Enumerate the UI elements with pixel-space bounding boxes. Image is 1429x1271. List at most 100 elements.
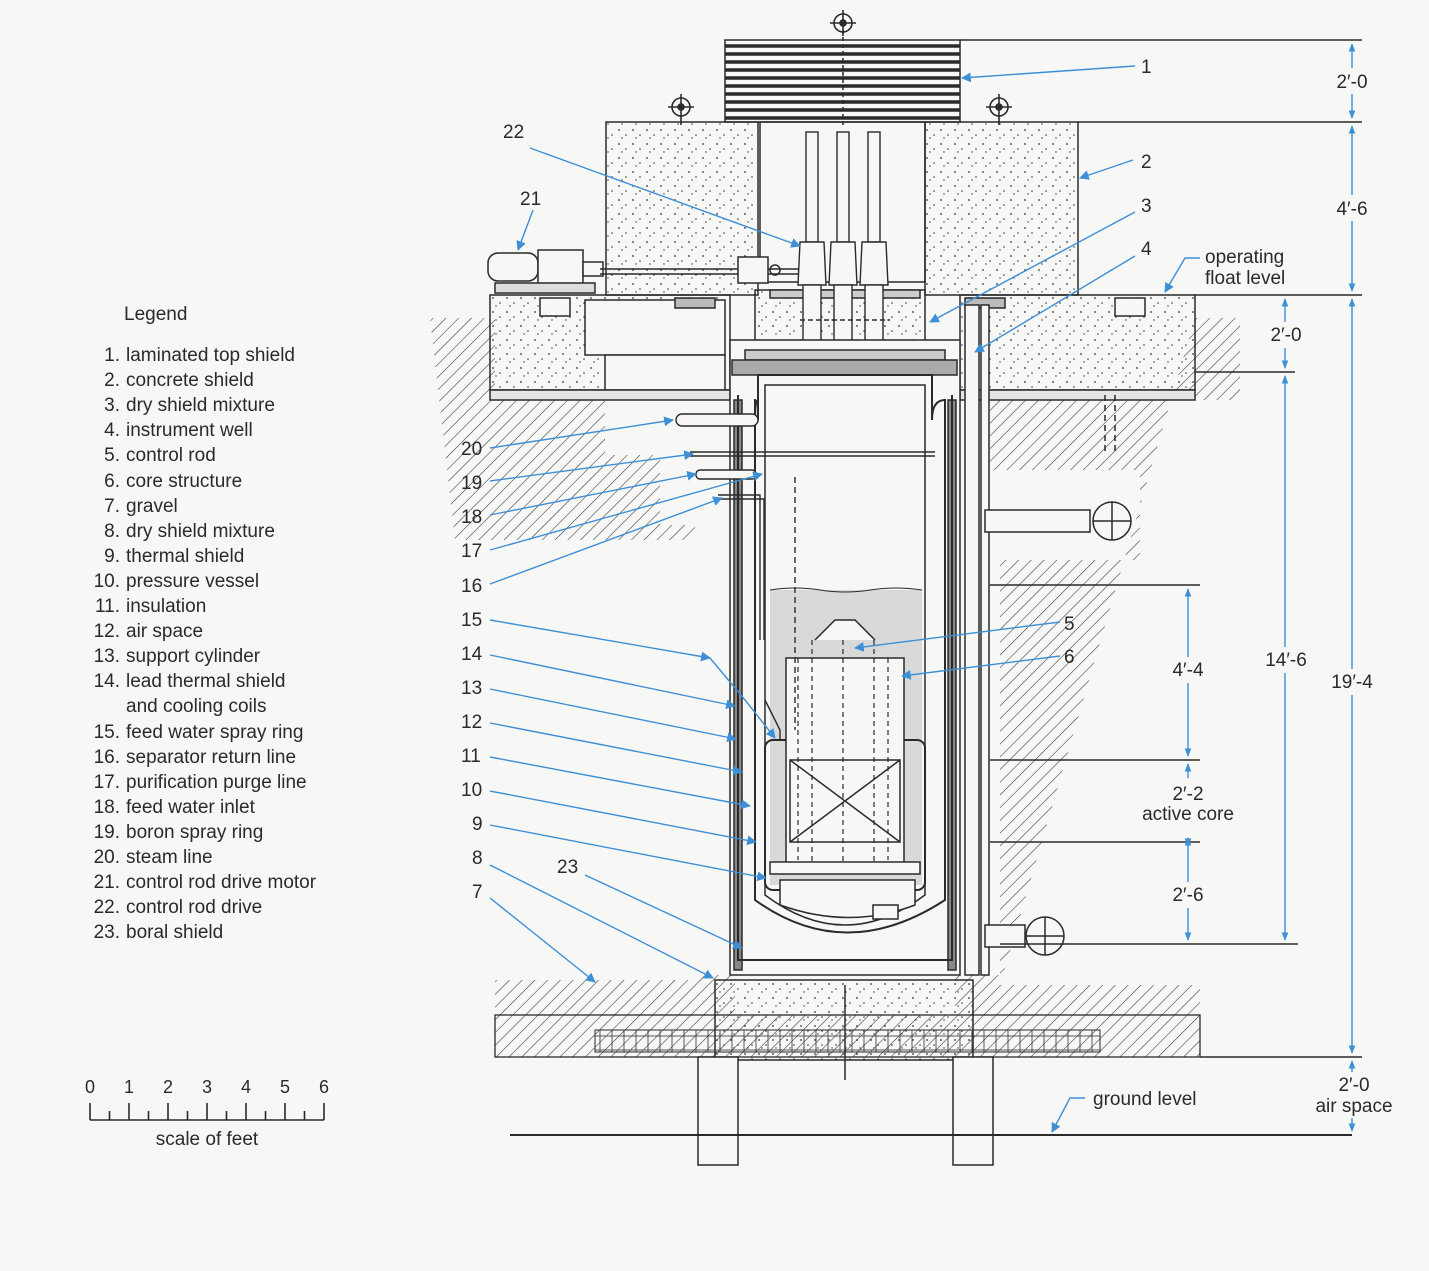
callout-21: 21 (520, 189, 541, 210)
legend-item-number: 18. (93, 796, 120, 818)
legend-item-number: 7. (104, 495, 120, 517)
pier-left (697, 1056, 739, 1166)
scale-label: scale of feet (156, 1129, 259, 1150)
callout-7: 7 (472, 882, 483, 903)
legend-item: 6. core structure (84, 469, 384, 494)
dim-core: 2′-2 (1172, 784, 1203, 805)
scale-tick-6: 6 (319, 1077, 329, 1097)
legend-item-number: 6. (104, 470, 120, 492)
scale-bar: 0 1 2 3 4 5 6 scale of feet (85, 1077, 329, 1150)
legend-item: and cooling coils (84, 694, 384, 719)
concrete-shield-left (605, 121, 759, 296)
active-core (789, 759, 901, 843)
legend-item: 1. laminated top shield (84, 343, 384, 368)
legend-item-label: steam line (126, 846, 213, 868)
callout-1: 1 (1141, 57, 1152, 78)
dimension-lines (960, 39, 1362, 1058)
legend-item: 17. purification purge line (84, 770, 384, 795)
legend-item-label: control rod drive motor (126, 872, 317, 894)
dim-vessel-height: 14′-6 (1265, 650, 1307, 671)
callout-18: 18 (461, 507, 482, 528)
lifting-eye-right (986, 94, 1012, 125)
legend-item: 19. boron spray ring (84, 820, 384, 845)
legend-item-label: and cooling coils (126, 696, 267, 718)
legend-item: 9.thermal shield (84, 544, 384, 569)
callout-23: 23 (557, 857, 578, 878)
legend-item-label: separator return line (126, 746, 297, 768)
top-shield-structures (487, 10, 1196, 401)
legend-item: 15. feed water spray ring (84, 720, 384, 745)
legend-item-number: 22. (93, 897, 120, 919)
legend-item: 13.support cylinder (84, 644, 384, 669)
dim-above-core: 4′-4 (1172, 660, 1203, 681)
dim-air-space: 2′-0 (1338, 1075, 1369, 1096)
drive-motor (487, 249, 800, 294)
scale-tick-1: 1 (124, 1077, 134, 1097)
legend-item-number: 12. (93, 621, 120, 643)
scale-tick-2: 2 (163, 1077, 173, 1097)
ground-level-label: ground level (1093, 1089, 1197, 1110)
legend-item-number: 1. (104, 345, 120, 367)
legend-item-number: 19. (93, 821, 120, 843)
callout-20: 20 (461, 439, 482, 460)
legend-item-number: 16. (93, 746, 120, 768)
legend-item-label: instrument well (126, 420, 253, 442)
dimension-labels: 2′-0 4′-6 2′-0 14′-6 19′-4 4′-4 2′-2 2′-… (1166, 68, 1400, 1118)
legend-item: 21. control rod drive motor (84, 870, 384, 895)
legend-item-number: 15. (93, 721, 120, 743)
legend-item-number: 17. (93, 771, 120, 793)
annotation-labels: operating float level ground level activ… (1093, 247, 1285, 1110)
callout-19: 19 (461, 473, 482, 494)
legend-item-label: laminated top shield (126, 345, 295, 367)
legend-item-label: control rod drive (126, 897, 263, 919)
legend-item-label: control rod (126, 445, 216, 467)
callout-14: 14 (461, 644, 483, 665)
legend-item: 3.dry shield mixture (84, 393, 384, 418)
legend-item-label: core structure (126, 470, 243, 492)
legend-item: 10.pressure vessel (84, 569, 384, 594)
legend-item: 12.air space (84, 619, 384, 644)
legend-item-number: 21. (93, 872, 120, 894)
operating-slab-right (959, 294, 1196, 391)
legend-item: 5. control rod (84, 443, 384, 468)
legend-item-label: support cylinder (126, 646, 261, 668)
operating-float-level-line1: operating (1205, 247, 1284, 268)
legend-item-label: feed water spray ring (126, 721, 304, 743)
dim-top-shield: 2′-0 (1336, 72, 1367, 93)
legend-item: 4.instrument well (84, 418, 384, 443)
callout-5: 5 (1064, 614, 1075, 635)
legend-item: 18. feed water inlet (84, 795, 384, 820)
active-core-label: active core (1142, 804, 1234, 825)
legend-item: 2.concrete shield (84, 368, 384, 393)
legend-item-number: 5. (104, 445, 120, 467)
legend-item-label: boral shield (126, 922, 224, 944)
scale-tick-5: 5 (280, 1077, 290, 1097)
callout-17: 17 (461, 541, 482, 562)
dim-below-core: 2′-6 (1172, 885, 1203, 906)
legend-item-label: boron spray ring (126, 821, 264, 843)
foundation (510, 979, 1352, 1166)
legend-item-label: dry shield mixture (126, 395, 275, 417)
vessel-assembly (675, 304, 1132, 976)
legend-item-label: insulation (126, 596, 207, 618)
dim-overall: 19′-4 (1331, 672, 1373, 693)
scale-tick-0: 0 (85, 1077, 95, 1097)
legend-item-label: lead thermal shield (126, 671, 286, 693)
scale-ruler (89, 1103, 325, 1121)
external-pipes (984, 501, 1132, 956)
callout-leaders (489, 65, 1136, 983)
legend-item-number: 11. (94, 596, 120, 618)
scale-tick-4: 4 (241, 1077, 251, 1097)
legend-item-label: pressure vessel (126, 570, 260, 592)
dim-air-space-label: air space (1315, 1096, 1392, 1117)
concrete-shield-right (924, 121, 1079, 296)
legend-item-label: purification purge line (126, 771, 307, 793)
legend-item-number: 14. (93, 671, 120, 693)
legend-item-label: feed water inlet (126, 796, 255, 818)
legend-item-label: concrete shield (126, 370, 254, 392)
legend-item: 8.dry shield mixture (84, 519, 384, 544)
dim-upper-slab: 2′-0 (1270, 325, 1301, 346)
